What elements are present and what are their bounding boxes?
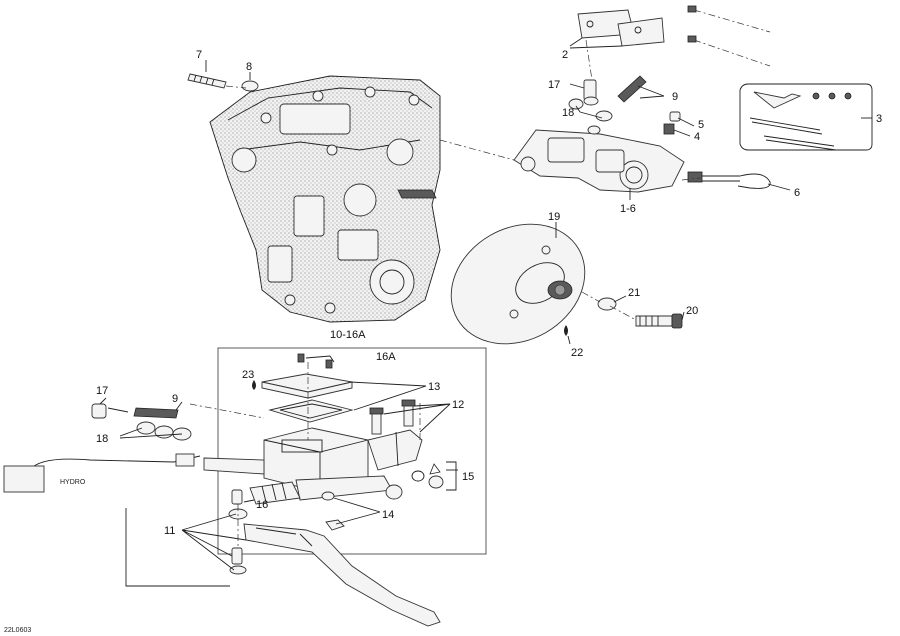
callout-5: 5 <box>698 119 704 131</box>
brake-lever <box>243 523 441 627</box>
lever-clamp <box>367 429 423 471</box>
callout-18-bottom: 18 <box>96 433 108 445</box>
pad-pins-top <box>687 5 771 67</box>
centerlines <box>189 39 701 548</box>
cap-screws <box>297 353 333 369</box>
banjo-fitting-top <box>568 75 647 135</box>
drawing-code: 22L0603 <box>4 627 31 634</box>
callout-1-6: 1-6 <box>620 203 636 215</box>
callout-15: 15 <box>462 471 474 483</box>
disc-bolt <box>635 313 683 329</box>
clamp-screws <box>369 399 416 435</box>
callout-10-16A: 10-16A <box>330 329 366 341</box>
lever-pivot-parts <box>228 489 248 575</box>
callout-8: 8 <box>246 61 252 73</box>
pushrod-boot <box>249 481 301 505</box>
reservoir-port-fittings <box>385 463 444 500</box>
reservoir-cap <box>261 373 353 399</box>
leader-lines <box>99 37 872 571</box>
callout-14: 14 <box>382 509 394 521</box>
wire-tag: HYDRO <box>60 479 86 486</box>
master-cylinder-nuts <box>321 491 345 531</box>
callout-17-bottom: 17 <box>96 385 108 397</box>
brake-caliper <box>513 129 685 193</box>
drop-icon-22 <box>564 325 568 336</box>
callout-23: 23 <box>242 369 254 381</box>
callout-9-top: 9 <box>672 91 678 103</box>
reservoir-diaphragm <box>268 399 354 423</box>
housing-bolt-7 <box>187 73 227 89</box>
pad-hardware-kit <box>739 83 873 151</box>
callout-17-top: 17 <box>548 79 560 91</box>
gearbox-housing <box>209 75 441 323</box>
callout-12: 12 <box>452 399 464 411</box>
callout-4: 4 <box>694 131 700 143</box>
callout-13: 13 <box>428 381 440 393</box>
callout-15-bracket <box>446 461 457 491</box>
callout-16: 16 <box>256 499 268 511</box>
callout-7: 7 <box>196 49 202 61</box>
callout-6: 6 <box>794 187 800 199</box>
banjo-fitting-bottom <box>91 403 192 441</box>
brake-pads <box>577 9 665 47</box>
brake-disc <box>450 223 586 345</box>
master-cylinder-body <box>203 427 393 501</box>
drop-icon-23 <box>252 380 256 390</box>
callout-22: 22 <box>571 347 583 359</box>
callout-18-top: 18 <box>562 107 574 119</box>
callout-2: 2 <box>562 49 568 61</box>
callout-20: 20 <box>686 305 698 317</box>
callout-3: 3 <box>876 113 882 125</box>
washer-8 <box>241 80 259 92</box>
brake-hose-wire <box>3 453 201 493</box>
caliper-hose <box>687 171 771 189</box>
callout-19: 19 <box>548 211 560 223</box>
caliper-bleeder <box>663 111 681 135</box>
callout-16A: 16A <box>376 351 396 363</box>
disc-washer <box>597 297 617 311</box>
lever-group-frame <box>125 508 230 587</box>
callout-21: 21 <box>628 287 640 299</box>
callout-9-bottom: 9 <box>172 393 178 405</box>
callout-11: 11 <box>164 525 175 537</box>
master-cylinder-group-frame <box>217 347 487 555</box>
